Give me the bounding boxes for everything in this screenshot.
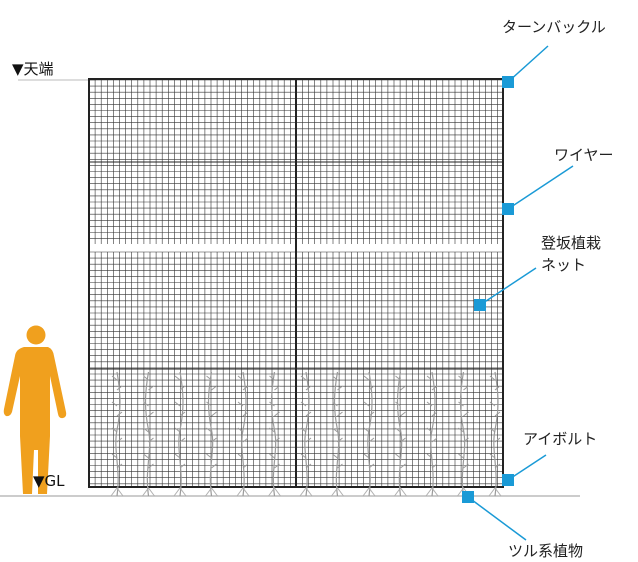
vine-leaf — [269, 453, 280, 469]
vine-root — [236, 487, 250, 497]
vine-leaf — [426, 427, 438, 443]
vine-leaf — [174, 401, 186, 417]
vine-root — [173, 487, 187, 497]
vine-leaf — [395, 427, 406, 443]
vine-root — [331, 487, 344, 497]
vine-root — [394, 487, 407, 497]
vine-leaf — [332, 401, 343, 417]
vine-root — [268, 487, 281, 497]
wire-marker-icon — [502, 203, 514, 215]
vine-leaf — [489, 427, 501, 443]
vine-stem — [430, 371, 436, 497]
ground-level-label: ▼GL — [33, 472, 65, 490]
vine-stem — [178, 371, 184, 497]
vine-leaf — [174, 427, 186, 443]
leader-turnbuckle — [507, 45, 549, 83]
vine-plants — [110, 371, 502, 497]
vine-leaf — [111, 401, 123, 417]
wire-label: ワイヤー — [554, 146, 614, 164]
vine-leaf — [458, 401, 469, 417]
net-marker-icon — [474, 299, 486, 311]
vine-stem — [333, 371, 340, 497]
vine-leaf — [111, 453, 123, 469]
vine-leaf — [300, 375, 312, 391]
vine-stem — [115, 371, 121, 497]
turnbuckle-label: ターンバックル — [502, 18, 606, 36]
top-level-label: ▼天端 — [12, 60, 54, 78]
vine-leaf — [300, 453, 312, 469]
vine-leaf — [206, 375, 217, 391]
leader-net — [479, 267, 537, 306]
vine-leaf — [143, 427, 154, 443]
vine-stem — [396, 371, 403, 497]
vine-leaf — [458, 375, 469, 391]
vine-leaf — [111, 427, 123, 443]
leader-vine — [467, 496, 527, 541]
vine-leaf — [111, 375, 123, 391]
vine-stem — [367, 371, 373, 497]
vine-leaf — [489, 453, 501, 469]
vine-leaf — [300, 401, 312, 417]
vine-leaf — [206, 453, 217, 469]
vine-leaf — [489, 375, 501, 391]
vine-leaf — [237, 453, 249, 469]
vine-leaf — [458, 453, 469, 469]
vine-leaf — [332, 375, 343, 391]
vine-leaf — [332, 453, 343, 469]
vine-stem — [493, 371, 499, 497]
vine-stem — [207, 371, 214, 497]
vine-leaf — [237, 427, 249, 443]
vine-leaf — [363, 453, 375, 469]
vine-leaf — [395, 375, 406, 391]
vine-leaf — [143, 453, 154, 469]
vine-leaf — [269, 401, 280, 417]
vine-leaf — [426, 453, 438, 469]
vine-leaf — [174, 375, 186, 391]
vine-leaf — [300, 427, 312, 443]
vine-leaf — [332, 427, 343, 443]
vine-leaf — [458, 427, 469, 443]
vine-marker-icon — [462, 491, 474, 503]
vine-leaf — [395, 401, 406, 417]
vine-leaf — [363, 427, 375, 443]
vine-stem — [241, 371, 247, 497]
vine-stem — [459, 371, 466, 497]
vine-root — [205, 487, 218, 497]
vine-root — [488, 487, 502, 497]
vine-leaf — [363, 375, 375, 391]
vine-leaf — [206, 401, 217, 417]
leader-eyebolt — [507, 454, 547, 481]
vine-leaf — [237, 375, 249, 391]
vine-leaf — [174, 453, 186, 469]
vine-leaf — [143, 401, 154, 417]
vine-root — [425, 487, 439, 497]
vine-stem — [144, 371, 151, 497]
vine-root — [299, 487, 313, 497]
vine-leaf — [237, 401, 249, 417]
vine-leaf — [269, 375, 280, 391]
vine-leaf — [269, 427, 280, 443]
net-label-line1: 登坂植栽 — [541, 234, 601, 252]
vine-stem — [304, 371, 310, 497]
vine-leaf — [206, 427, 217, 443]
vine-leaf — [395, 453, 406, 469]
vine-plants-label: ツル系植物 — [508, 542, 583, 560]
vine-stem — [270, 371, 277, 497]
vine-root — [142, 487, 155, 497]
vine-leaf — [489, 401, 501, 417]
person-silhouette-icon — [3, 325, 67, 494]
turnbuckle-marker-icon — [502, 76, 514, 88]
vine-root — [362, 487, 376, 497]
vine-leaf — [426, 375, 438, 391]
vine-leaf — [426, 401, 438, 417]
frame — [88, 78, 504, 488]
vine-leaf — [143, 375, 154, 391]
eyebolt-label: アイボルト — [523, 430, 597, 448]
eyebolt-marker-icon — [502, 474, 514, 486]
vine-leaf — [363, 401, 375, 417]
leader-wire — [507, 165, 574, 210]
vine-root — [110, 487, 124, 497]
net-label-line2: ネット — [541, 256, 586, 274]
